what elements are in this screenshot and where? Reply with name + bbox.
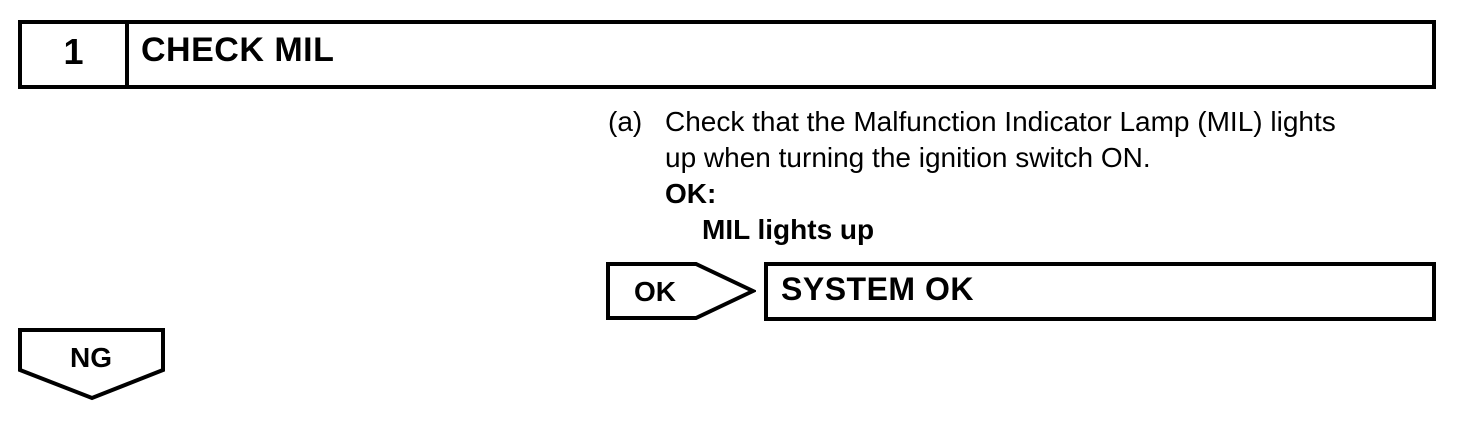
- instruction-text-line-1: Check that the Malfunction Indicator Lam…: [665, 106, 1336, 137]
- step-title-cell: CHECK MIL: [129, 24, 1432, 85]
- system-ok-box: SYSTEM OK: [764, 262, 1436, 321]
- ng-connector-pentagon: NG: [18, 328, 165, 401]
- system-ok-label: SYSTEM OK: [781, 270, 974, 307]
- ok-spec-condition: MIL lights up: [702, 214, 875, 245]
- step-title: CHECK MIL: [141, 31, 335, 69]
- step-number: 1: [63, 30, 84, 72]
- step-header-box: 1 CHECK MIL: [18, 20, 1436, 89]
- ok-arrow-shape: [606, 262, 756, 320]
- instruction-line-1: (a) Check that the Malfunction Indicator…: [608, 104, 1468, 140]
- ok-connector-arrow: OK: [606, 262, 756, 320]
- instruction-text-line-2: up when turning the ignition switch ON.: [665, 142, 1151, 173]
- step-number-cell: 1: [22, 24, 129, 85]
- instruction-block: (a) Check that the Malfunction Indicator…: [608, 104, 1468, 248]
- ok-spec-heading: OK:: [665, 178, 717, 209]
- ok-connector-label: OK: [634, 276, 676, 307]
- instruction-item-label: (a): [608, 106, 643, 137]
- ng-pentagon-shape: [18, 328, 165, 401]
- ng-connector-label: NG: [70, 342, 112, 373]
